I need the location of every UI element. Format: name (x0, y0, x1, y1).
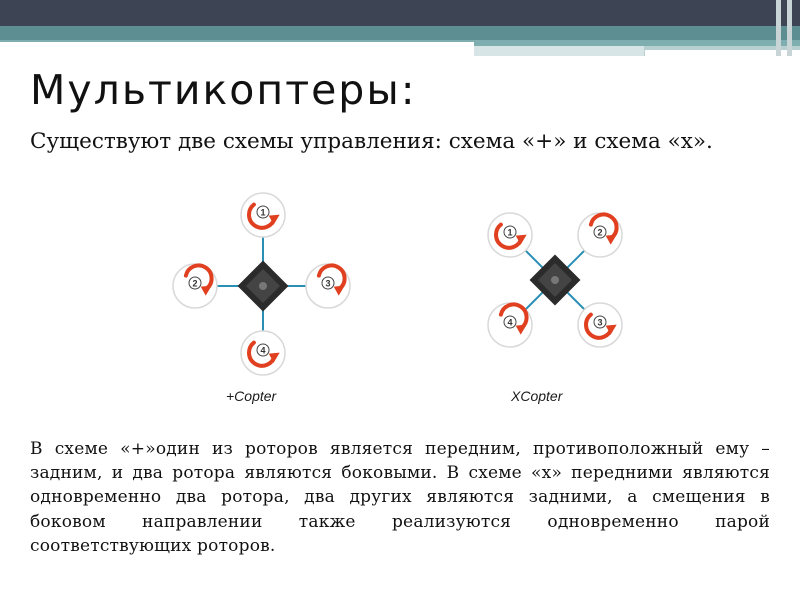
rotor-1: 1 (487, 212, 533, 258)
rotation-arrow-icon (498, 302, 529, 330)
header-accent-strip (474, 46, 644, 56)
rotor-4: 4 (240, 330, 286, 376)
rotor-number: 2 (192, 279, 197, 289)
rotor-number: 3 (597, 318, 602, 328)
header-white-strip-right (645, 50, 800, 56)
arrowhead-icon (605, 234, 617, 245)
rotor-number: 4 (507, 318, 512, 328)
x-copter-diagram: 1 2 3 4 (487, 212, 623, 348)
header-bar (0, 0, 800, 26)
arrowhead-icon (515, 234, 527, 245)
rotor-number: 1 (507, 228, 512, 238)
arrowhead-icon (333, 285, 345, 296)
rotor-number: 4 (260, 346, 265, 356)
rotor-number: 3 (325, 279, 330, 289)
rotation-arrow-icon (584, 312, 614, 340)
rotation-arrow-icon (183, 263, 214, 291)
arrowhead-icon (605, 324, 617, 335)
rotor-number: 2 (597, 228, 602, 238)
header-divider (787, 0, 792, 56)
header-band (0, 26, 800, 40)
rotation-arrow-icon (247, 340, 277, 368)
arrowhead-icon (200, 285, 212, 296)
rotor-number: 1 (260, 208, 265, 218)
rotation-arrow-icon (494, 222, 524, 250)
plus-copter-caption: +Copter (226, 388, 277, 404)
rotor-3: 3 (577, 302, 623, 348)
intro-text: Существуют две схемы управления: схема «… (30, 129, 713, 154)
rotor-2: 2 (577, 212, 623, 258)
rotation-arrow-icon (247, 202, 277, 230)
rotation-arrow-icon (588, 212, 619, 240)
body-paragraph: В схеме «+»один из роторов является пере… (30, 439, 770, 556)
rotor-4: 4 (487, 302, 533, 348)
plus-copter-diagram: 1 2 3 4 (172, 192, 351, 376)
rotor-1: 1 (240, 192, 286, 238)
flight-controller-board (237, 260, 289, 312)
rotation-arrow-icon (316, 263, 347, 291)
arrowhead-icon (515, 324, 527, 335)
header-divider (776, 0, 781, 56)
x-copter-caption: XCopter (511, 388, 563, 404)
rotor-2: 2 (172, 263, 218, 309)
arrowhead-icon (268, 352, 280, 363)
slide-title: Мультикоптеры: (30, 66, 417, 114)
flight-controller-board (529, 254, 581, 306)
header-white-strip (0, 42, 474, 56)
rotor-3: 3 (305, 263, 351, 309)
arrowhead-icon (268, 214, 280, 225)
